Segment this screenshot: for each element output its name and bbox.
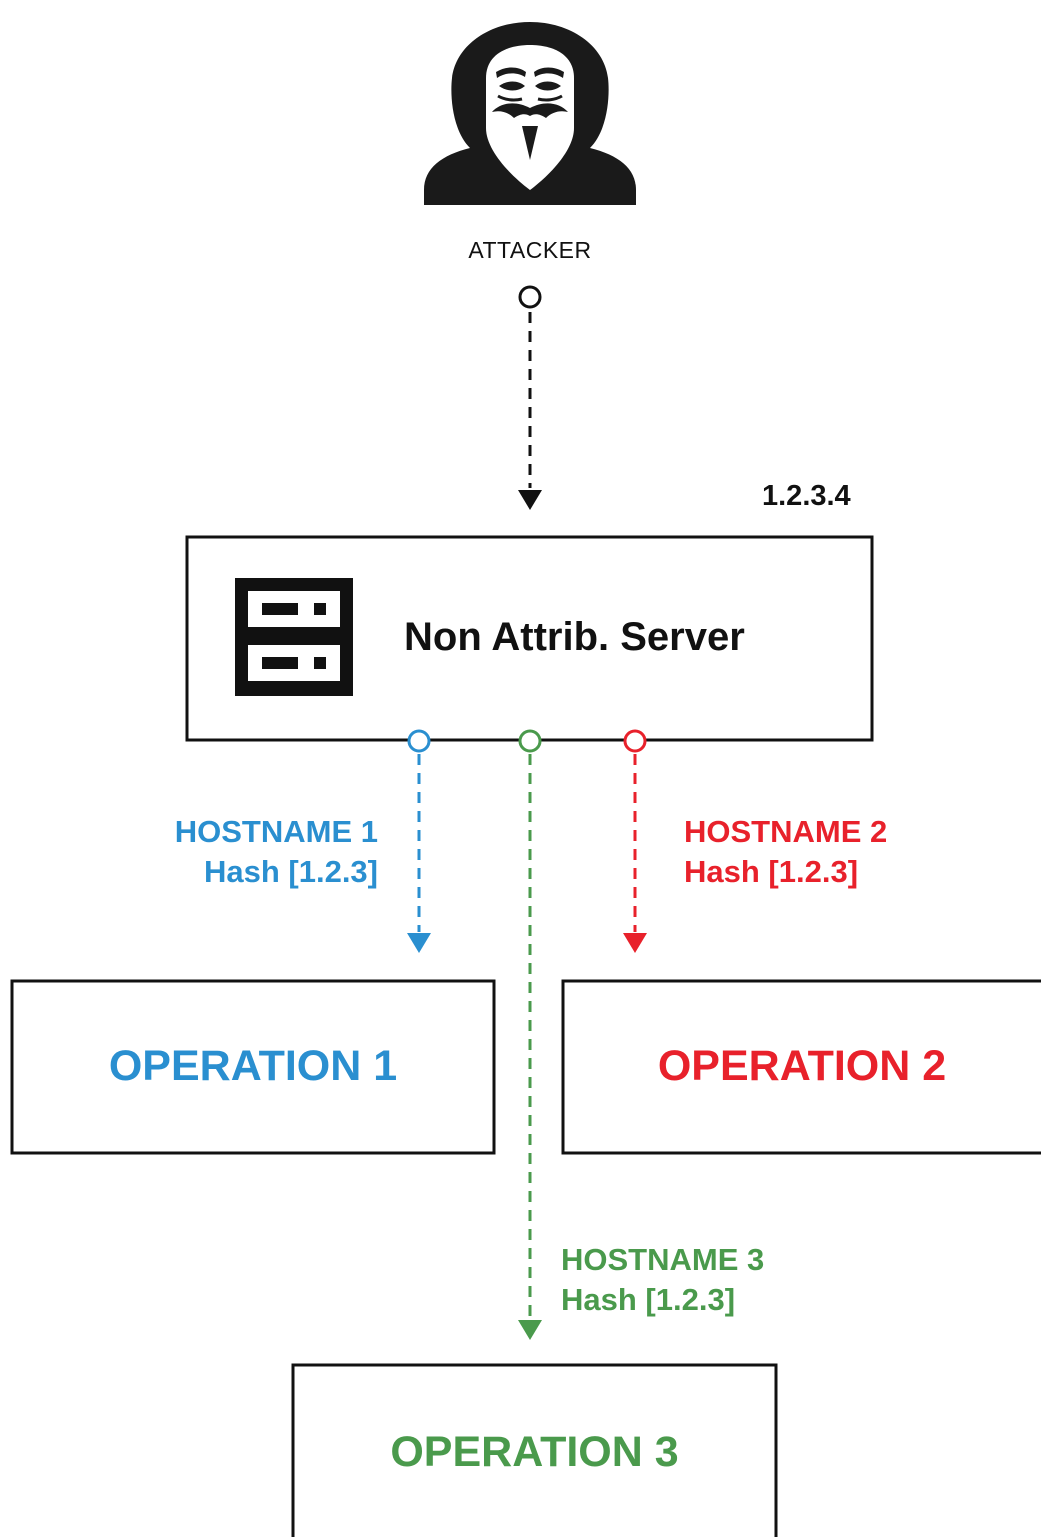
hostname-1-hash: Hash [1.2.3] (203, 854, 378, 889)
connector-operation-3 (518, 729, 542, 1340)
hostname-1-label: HOSTNAME 1 Hash [1.2.3] (160, 812, 378, 892)
hooded-masked-attacker-icon (424, 22, 636, 205)
hostname-3-name: HOSTNAME 3 (561, 1242, 765, 1277)
connector-operation-2 (623, 729, 647, 953)
server-title: Non Attrib. Server (404, 615, 745, 659)
operation-1-box (10, 979, 496, 1155)
hostname-3-hash: Hash [1.2.3] (561, 1282, 736, 1317)
operation-1-title: OPERATION 1 (108, 1042, 398, 1090)
hostname-2-label: HOSTNAME 2 Hash [1.2.3] (684, 812, 887, 892)
connector-operation-1 (407, 729, 431, 953)
attacker-label: ATTACKER (468, 237, 592, 263)
hostname-3-label: HOSTNAME 3 Hash [1.2.3] (561, 1240, 764, 1320)
operation-3-title: OPERATION 3 (390, 1428, 679, 1476)
hostname-1-name: HOSTNAME 1 (174, 814, 378, 849)
hostname-2-name: HOSTNAME 2 (684, 814, 888, 849)
hostname-2-hash: Hash [1.2.3] (684, 854, 859, 889)
operation-3-box (291, 1363, 778, 1537)
operation-2-title: OPERATION 2 (657, 1042, 947, 1090)
server-rack-icon (235, 578, 353, 696)
operation-2-box (561, 979, 1041, 1155)
attacker-connector (518, 285, 542, 510)
server-ip-label: 1.2.3.4 (762, 480, 851, 512)
